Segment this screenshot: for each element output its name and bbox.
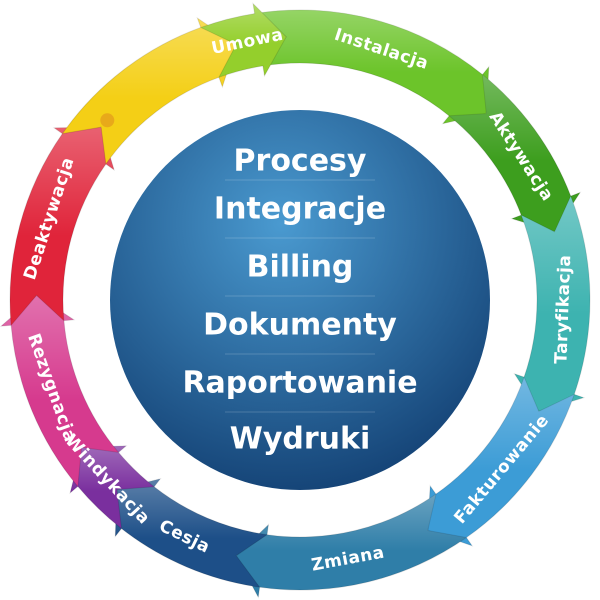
segment-gloss: [236, 494, 467, 598]
center-item-wydruki: Wydruki: [230, 422, 371, 457]
segment-gloss: [514, 196, 590, 412]
center-item-billing: Billing: [247, 250, 354, 285]
segment-gloss: [449, 74, 581, 232]
segment-gloss: [70, 445, 155, 529]
center-item-procesy: Procesy: [234, 144, 367, 179]
segment-gloss: [1, 295, 119, 487]
center-item-raportowanie: Raportowanie: [182, 366, 417, 401]
center-circle: [110, 110, 490, 490]
segment-gloss: [62, 18, 237, 165]
segment-gloss: [200, 3, 287, 78]
segment-label-taryfikacja: Taryfikacja: [551, 254, 575, 364]
segment-gloss: [9, 127, 115, 326]
knob-dot: [100, 113, 115, 128]
segment-gloss: [115, 478, 268, 588]
center-dividers: [225, 179, 375, 413]
segment-gloss: [427, 377, 575, 546]
center-item-dokumenty: Dokumenty: [203, 308, 397, 343]
segment-gloss: [254, 10, 489, 124]
center-item-integracje: Integracje: [214, 192, 386, 227]
